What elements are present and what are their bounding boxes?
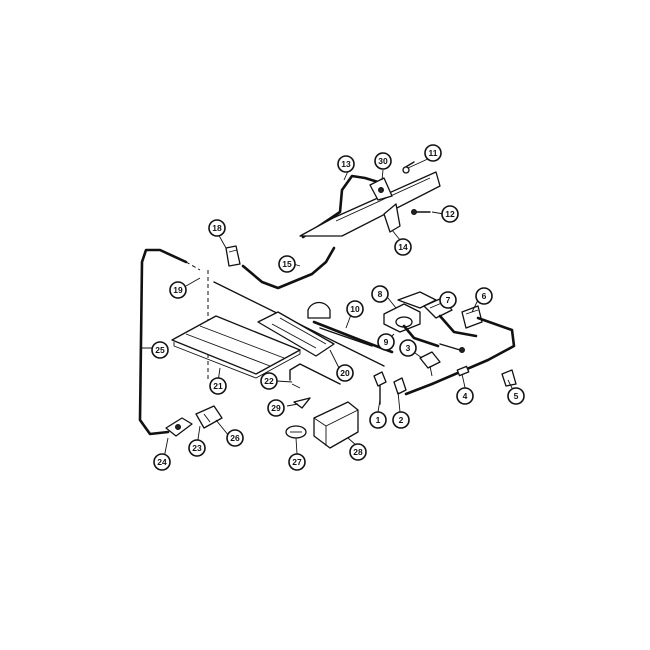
svg-text:29: 29: [271, 403, 281, 413]
callout-6: 6: [475, 287, 493, 305]
callout-13: 13: [337, 155, 355, 173]
svg-text:2: 2: [399, 415, 404, 425]
screw-11: [402, 161, 415, 174]
svg-text:24: 24: [157, 457, 167, 467]
callout-24: 24: [153, 453, 171, 471]
svg-text:13: 13: [341, 159, 351, 169]
callout-19: 19: [169, 281, 187, 299]
callout-29: 29: [267, 399, 285, 417]
svg-text:22: 22: [264, 376, 274, 386]
callout-9: 9: [377, 333, 395, 351]
callout-30: 30: [374, 152, 392, 170]
screw-12: [411, 209, 431, 215]
callout-27: 27: [288, 453, 306, 471]
svg-text:12: 12: [445, 209, 455, 219]
callout-15: 15: [278, 255, 296, 273]
svg-text:18: 18: [212, 223, 222, 233]
orifice-cap-27: [285, 425, 307, 439]
svg-text:23: 23: [192, 443, 202, 453]
gas-line-25: [138, 248, 188, 436]
callout-28: 28: [349, 443, 367, 461]
svg-text:30: 30: [378, 156, 388, 166]
callout-10: 10: [346, 300, 364, 318]
svg-text:19: 19: [173, 285, 183, 295]
fittings-1-2: [373, 371, 407, 405]
svg-text:26: 26: [230, 433, 240, 443]
broil-burner-20: [213, 281, 385, 367]
svg-text:9: 9: [384, 337, 389, 347]
svg-text:1: 1: [376, 415, 381, 425]
svg-text:20: 20: [340, 368, 350, 378]
svg-text:6: 6: [482, 291, 487, 301]
svg-text:21: 21: [213, 381, 223, 391]
callout-25: 25: [151, 341, 169, 359]
thermostat-bulb-18: [225, 245, 241, 267]
clip-30: [369, 177, 393, 201]
manifold-4: [404, 316, 516, 396]
callout-3: 3: [399, 339, 417, 357]
bracket-26: [195, 405, 223, 429]
burner-baffle-21: [171, 315, 301, 379]
callout-4: 4: [456, 387, 474, 405]
svg-text:11: 11: [429, 148, 438, 158]
callout-5: 5: [507, 387, 525, 405]
oven-burner-tube-13: [299, 171, 441, 239]
svg-text:10: 10: [350, 304, 360, 314]
callout-8: 8: [371, 285, 389, 303]
igniter-22: [289, 363, 341, 389]
bracket-28: [313, 401, 359, 449]
fitting-5: [501, 369, 517, 387]
orifice-9: [439, 343, 465, 353]
callout-12: 12: [441, 205, 459, 223]
svg-text:15: 15: [282, 259, 292, 269]
dash-lines: [185, 261, 209, 380]
pilot-tube-15: [241, 246, 336, 290]
callout-21: 21: [209, 377, 227, 395]
callout-14: 14: [394, 238, 412, 256]
svg-text:8: 8: [378, 289, 383, 299]
svg-text:7: 7: [446, 295, 451, 305]
callout-7: 7: [439, 291, 457, 309]
callout-1: 1: [369, 411, 387, 429]
callout-26: 26: [226, 429, 244, 447]
callout-18: 18: [208, 219, 226, 237]
valve-8: [383, 303, 440, 348]
fitting-3: [419, 351, 441, 377]
svg-text:28: 28: [353, 447, 363, 457]
clip-29: [293, 397, 311, 409]
callout-20: 20: [336, 364, 354, 382]
fitting-24: [165, 417, 193, 437]
callout-23: 23: [188, 439, 206, 457]
svg-text:4: 4: [463, 391, 468, 401]
callout-11: 11: [424, 144, 442, 162]
callout-22: 22: [260, 372, 278, 390]
svg-text:27: 27: [292, 457, 302, 467]
svg-text:5: 5: [514, 391, 519, 401]
svg-text:3: 3: [406, 343, 411, 353]
svg-text:14: 14: [398, 242, 408, 252]
callout-2: 2: [392, 411, 410, 429]
bracket-14: [383, 203, 401, 233]
svg-text:25: 25: [155, 345, 165, 355]
